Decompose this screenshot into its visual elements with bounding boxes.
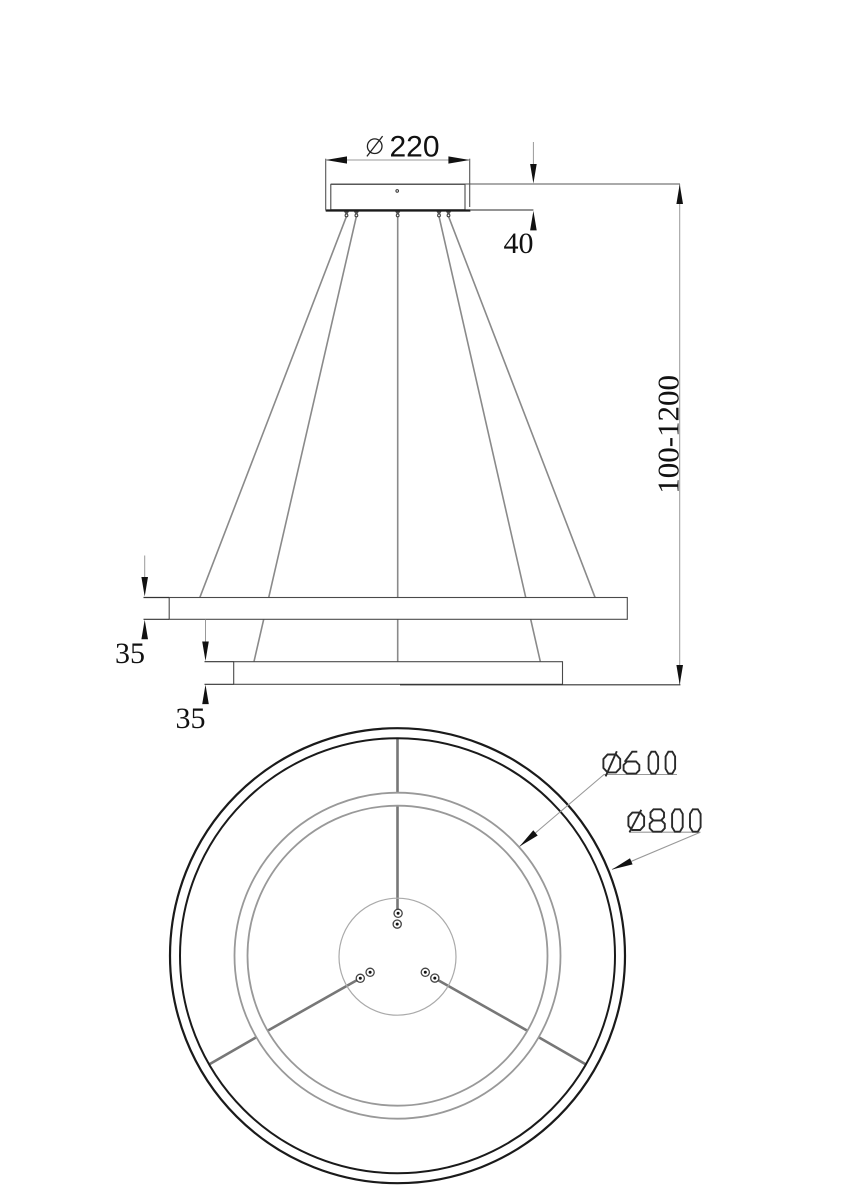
svg-text:35: 35 bbox=[115, 637, 145, 670]
svg-text:100-1200: 100-1200 bbox=[650, 375, 685, 494]
svg-text:40: 40 bbox=[504, 227, 534, 260]
svg-text:220: 220 bbox=[390, 130, 440, 163]
svg-text:35: 35 bbox=[176, 702, 206, 735]
